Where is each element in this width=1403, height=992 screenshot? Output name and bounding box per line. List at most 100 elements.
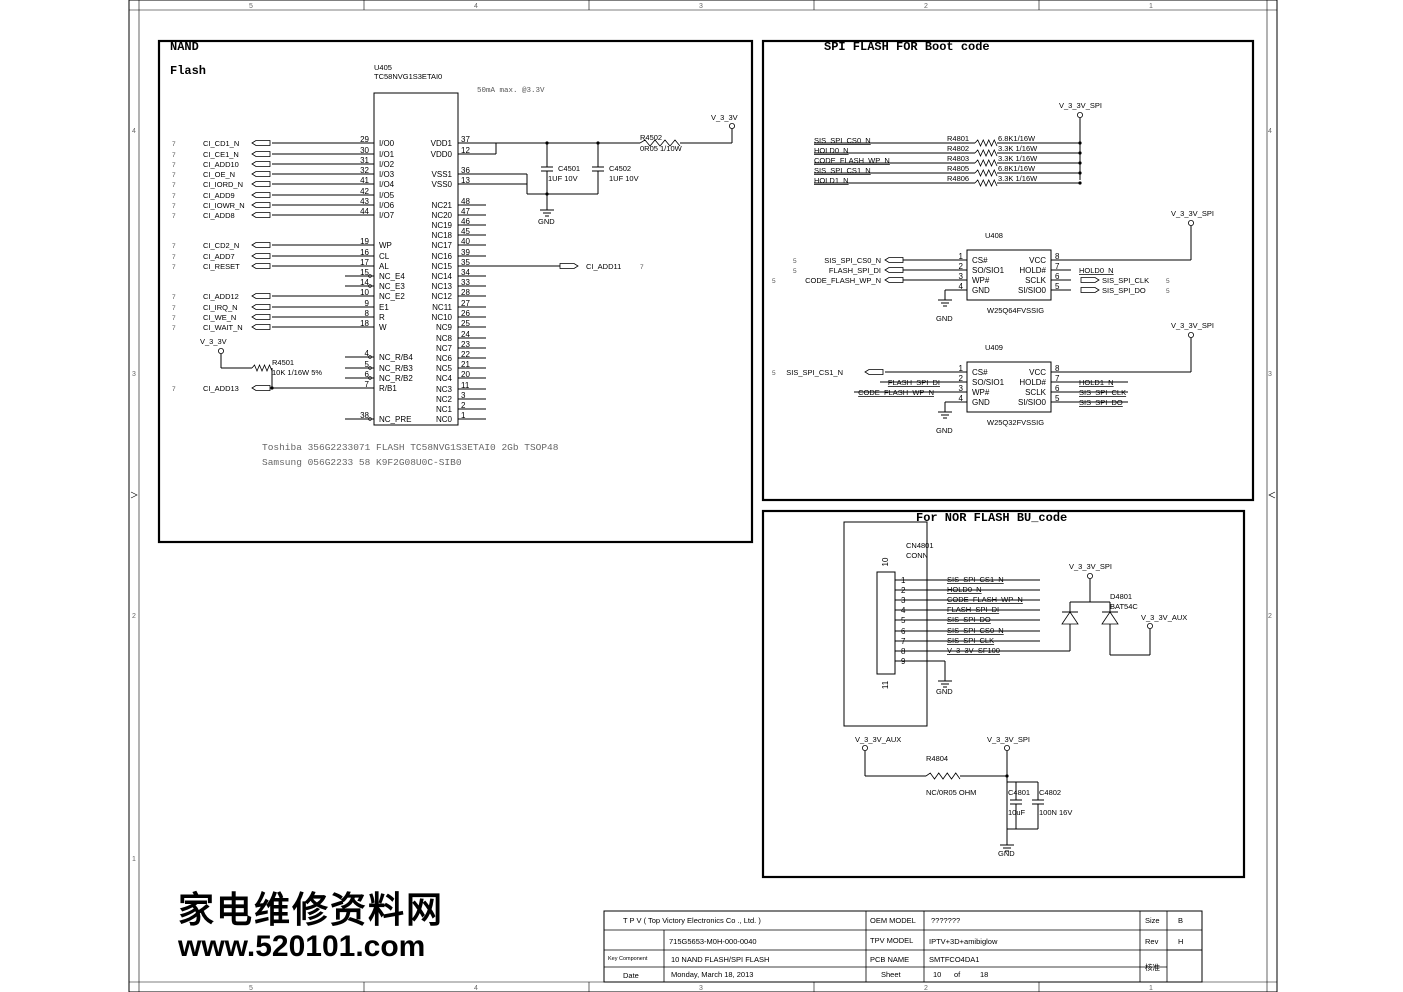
offpage-connector-symbol [251, 140, 271, 146]
field-value: IPTV+3D+amibiglow [929, 937, 998, 946]
pin-number: 31 [360, 156, 369, 165]
pin-name: I/O6 [379, 201, 395, 210]
ground-label: GND [936, 426, 953, 435]
pin-number: 27 [461, 299, 470, 308]
net-label: SIS_SPI_CS0_N [814, 136, 871, 145]
sheet-ref: 5 [772, 278, 776, 285]
pin-name: NC6 [436, 354, 453, 363]
sheet-ref: 5 [793, 258, 797, 265]
section-title: For NOR FLASH BU_code [916, 511, 1067, 525]
pin-number: 40 [461, 237, 470, 246]
sheet-ref: 7 [172, 141, 176, 148]
column-marker: 3 [699, 985, 703, 992]
offpage-connector-symbol [251, 293, 271, 299]
component-ref: R4502 [640, 133, 662, 142]
pin-number: 22 [461, 350, 470, 359]
component-ref: D4801 [1110, 592, 1132, 601]
u409-body [966, 361, 1052, 413]
pin-number: 35 [461, 258, 470, 267]
power-rail-label: V_3_3V_AUX [1141, 613, 1187, 622]
net-label: CI_ADD13 [203, 384, 239, 393]
ground-label: GND [936, 687, 953, 696]
power-port-symbol [1188, 331, 1195, 338]
pin-name: NC18 [432, 231, 453, 240]
component-value: 10K 1/16W 5% [272, 368, 322, 377]
pin-number: 44 [360, 207, 369, 216]
resistor-symbol [974, 179, 998, 187]
pin-name: WP# [972, 388, 990, 397]
net-label: CI_IORD_N [203, 180, 243, 189]
nor-section-border [761, 509, 1246, 879]
pin-number: 30 [360, 146, 369, 155]
field-label: Sheet [881, 970, 902, 979]
power-rail-label: V_3_3V_SPI [987, 735, 1030, 744]
component-value: 1UF 10V [609, 174, 639, 183]
no-connect [368, 376, 372, 380]
resistor-r4502 [639, 139, 681, 147]
component-value: 6.8K1/16W [998, 164, 1036, 173]
power-port-symbol [862, 745, 869, 752]
offpage-connector-symbol [864, 369, 884, 375]
component-value: CONN [906, 551, 928, 560]
field-label: of [954, 970, 961, 979]
net-label: SIS_SPI_CLK [947, 636, 994, 645]
no-connect [368, 366, 372, 370]
net-label: SIS_SPI_DO [1102, 286, 1146, 295]
field-value: Monday, March 18, 2013 [671, 970, 753, 979]
offpage-connector-symbol [884, 257, 904, 263]
column-marker: 3 [699, 3, 703, 10]
pin-name: I/O2 [379, 160, 395, 169]
pin-name: VSS0 [432, 180, 453, 189]
pin-name: E1 [379, 303, 389, 312]
component-value: NC/0R05 OHM [926, 788, 976, 797]
sheet-ref: 7 [172, 162, 176, 169]
component-ref: C4802 [1039, 788, 1061, 797]
net-label: FLASH_SPI_DI [947, 605, 999, 614]
component-ref: R4501 [272, 358, 294, 367]
pin-name: NC19 [432, 221, 453, 230]
pin-name: NC5 [436, 364, 453, 373]
offpage-connector-symbol [251, 161, 271, 167]
component-ref: R4802 [947, 144, 969, 153]
power-rail-label: V_3_3V_SPI [1059, 101, 1102, 110]
pin-number: 7 [1055, 262, 1060, 271]
pin-number: 1 [461, 411, 466, 420]
pin-name: SO/SIO1 [972, 266, 1005, 275]
pin-name: VSS1 [432, 170, 453, 179]
pin-number: 2 [959, 262, 964, 271]
field-value: SMTFCO4DA1 [929, 955, 979, 964]
row-marker: 4 [1268, 128, 1272, 135]
pin-number: 45 [461, 227, 470, 236]
pin-number: 3 [959, 272, 964, 281]
pin-name: NC4 [436, 374, 453, 383]
pin-name: NC14 [432, 272, 453, 281]
offpage-connector-symbol [1080, 287, 1100, 293]
net-label: CI_CD1_N [203, 139, 239, 148]
sheet-ref: 7 [172, 386, 176, 393]
pin-number: 36 [461, 166, 470, 175]
pin-number: 20 [461, 370, 470, 379]
column-marker: 2 [924, 3, 928, 10]
pin-number: 12 [461, 146, 470, 155]
net-label: SIS_SPI_CLK [1102, 276, 1149, 285]
component-ref: R4801 [947, 134, 969, 143]
offpage-connector-symbol [884, 267, 904, 273]
row-marker: 1 [132, 856, 136, 863]
offpage-connector-symbol [1080, 277, 1100, 283]
pin-number: 8 [1055, 364, 1060, 373]
net-label: SIS_SPI_CS0_N [824, 256, 881, 265]
power-rail-label: V_3_3V_AUX [855, 735, 901, 744]
offpage-connector-symbol [251, 253, 271, 259]
sheet-ref: 7 [172, 264, 176, 271]
field-value: 715G5653-M0H-000-0040 [669, 937, 757, 946]
pin-name: I/O1 [379, 150, 395, 159]
sheet-ref: 7 [172, 213, 176, 220]
net-label: CI_ADD8 [203, 211, 235, 220]
component-ref: U409 [985, 343, 1003, 352]
pin-name: NC15 [432, 262, 453, 271]
sheet-ref: 7 [172, 193, 176, 200]
pin-name: NC1 [436, 405, 453, 414]
field-value: 10 [933, 970, 941, 979]
